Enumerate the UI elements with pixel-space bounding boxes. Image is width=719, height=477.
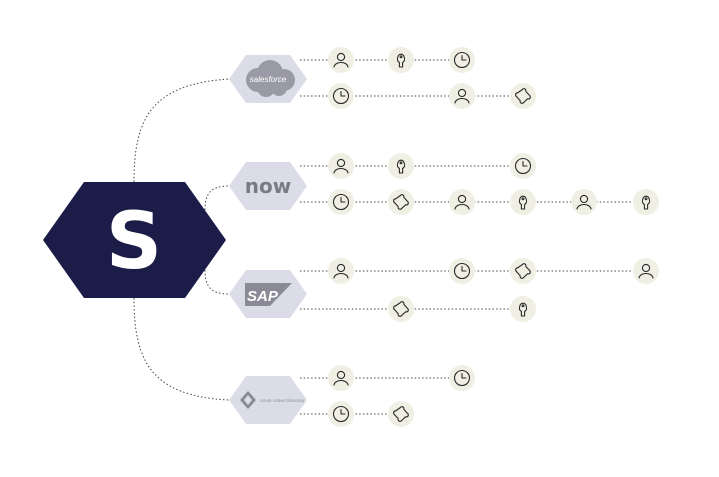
salesforce-node-lock-icon — [388, 47, 414, 73]
salesforce-logo-text: salesforce — [250, 75, 287, 84]
lock-icon — [518, 195, 528, 210]
node-circle — [328, 47, 354, 73]
node-circle — [328, 258, 354, 284]
sap-node-lock-icon — [510, 296, 536, 322]
clock-icon — [332, 87, 350, 105]
node-circle — [449, 189, 475, 215]
salesforce-node-user-icon — [328, 47, 354, 73]
hub-logo: S — [43, 182, 226, 298]
hub-letter: S — [106, 197, 162, 287]
sap-node-user-icon — [328, 258, 354, 284]
user-icon — [576, 194, 592, 210]
node-circle — [510, 189, 536, 215]
salesforce-cloud-logo — [246, 60, 295, 97]
servicenow-node-clock-icon — [510, 153, 536, 179]
puzzle-icon — [515, 88, 531, 104]
hub-hexagon — [43, 182, 226, 298]
hub-connector-sap — [204, 269, 230, 295]
puzzle-icon — [515, 263, 531, 279]
node-circle — [510, 258, 536, 284]
user-icon — [333, 263, 349, 279]
app-salesforce: salesforce — [229, 55, 307, 103]
azure-ad-logo-text: Azure Active Directory — [260, 398, 305, 403]
sap-logo-shape — [245, 283, 292, 306]
clock-icon — [514, 157, 532, 175]
azure-ad-node-clock-icon — [328, 401, 354, 427]
clock-icon — [453, 262, 471, 280]
lock-icon — [641, 195, 651, 210]
salesforce-node-user-icon — [449, 83, 475, 109]
app-sap: SAP — [229, 270, 307, 318]
app-servicenow: now — [229, 162, 307, 210]
node-circle — [328, 153, 354, 179]
sap-node-clock-icon — [449, 258, 475, 284]
sap-node-puzzle-icon — [510, 258, 536, 284]
servicenow-node-lock-icon — [633, 189, 659, 215]
permission-nodes — [328, 47, 659, 427]
sap-node-user-icon — [633, 258, 659, 284]
servicenow-node-puzzle-icon — [388, 189, 414, 215]
user-icon — [454, 194, 470, 210]
node-circle — [328, 365, 354, 391]
servicenow-node-user-icon — [328, 153, 354, 179]
servicenow-node-lock-icon — [510, 189, 536, 215]
servicenow-node-user-icon — [449, 189, 475, 215]
lock-icon — [396, 159, 406, 174]
hub-connector-azure-ad — [133, 297, 230, 401]
salesforce-node-clock-icon — [328, 83, 354, 109]
sap-node-puzzle-icon — [388, 296, 414, 322]
azure-ad-diamond-icon — [240, 391, 256, 409]
azure-ad-node-clock-icon — [449, 365, 475, 391]
node-circle — [633, 189, 659, 215]
node-circle — [510, 296, 536, 322]
clock-icon — [453, 369, 471, 387]
sap-logo-text: SAP — [247, 288, 279, 305]
node-circle — [510, 83, 536, 109]
app-hexagon — [229, 162, 307, 210]
puzzle-icon — [393, 301, 409, 317]
node-circle — [388, 153, 414, 179]
clock-icon — [453, 51, 471, 69]
node-circle — [388, 401, 414, 427]
servicenow-node-clock-icon — [328, 189, 354, 215]
servicenow-logo-text: now — [245, 174, 291, 198]
app-hexagon — [229, 376, 307, 424]
user-icon — [333, 370, 349, 386]
puzzle-icon — [393, 194, 409, 210]
user-icon — [454, 88, 470, 104]
node-circle — [571, 189, 597, 215]
node-circle — [449, 83, 475, 109]
user-icon — [333, 158, 349, 174]
salesforce-node-puzzle-icon — [510, 83, 536, 109]
node-circle — [388, 296, 414, 322]
puzzle-icon — [393, 406, 409, 422]
node-circle — [633, 258, 659, 284]
app-azure-ad: Azure Active Directory — [229, 376, 307, 424]
azure-ad-node-puzzle-icon — [388, 401, 414, 427]
azure-ad-node-user-icon — [328, 365, 354, 391]
clock-icon — [332, 193, 350, 211]
servicenow-node-lock-icon — [388, 153, 414, 179]
servicenow-node-user-icon — [571, 189, 597, 215]
lock-icon — [518, 302, 528, 317]
salesforce-node-clock-icon — [449, 47, 475, 73]
hub-connector-servicenow — [204, 185, 230, 211]
hub-connector-salesforce — [133, 78, 230, 183]
node-circle — [388, 189, 414, 215]
clock-icon — [332, 405, 350, 423]
lock-icon — [396, 53, 406, 68]
user-icon — [333, 52, 349, 68]
user-icon — [638, 263, 654, 279]
node-circle — [388, 47, 414, 73]
